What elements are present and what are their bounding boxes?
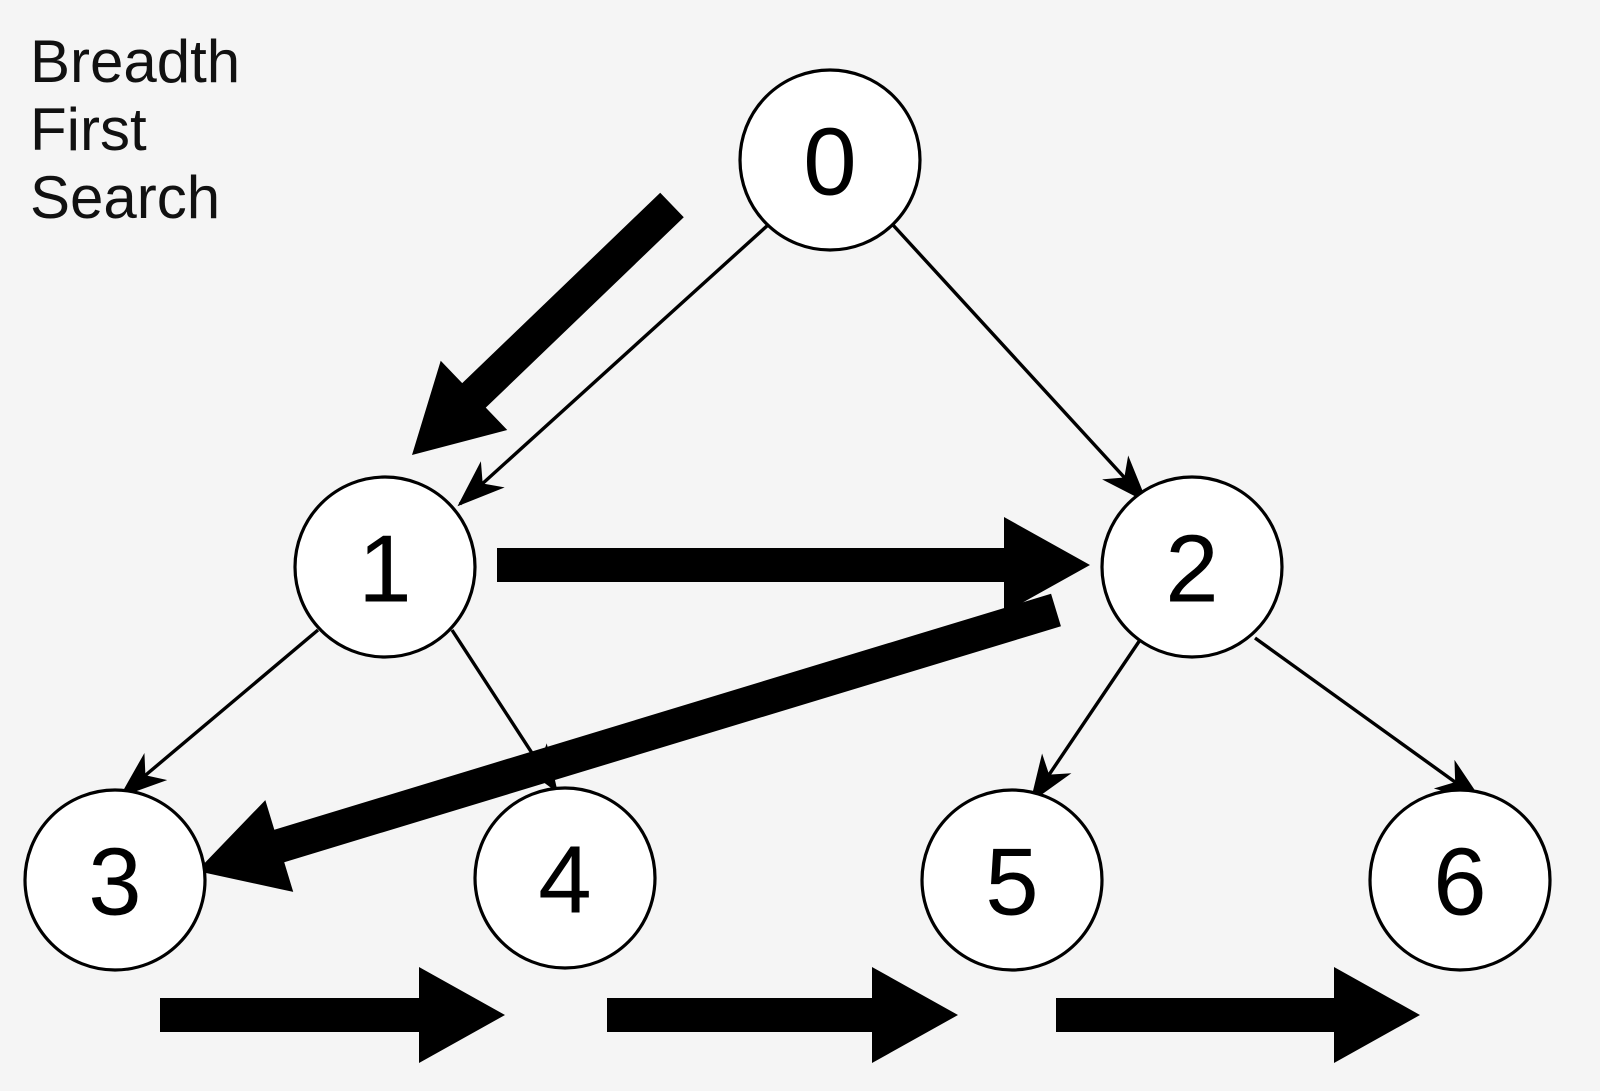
graph-node-circle-6[interactable] (1368, 788, 1552, 972)
graph-node-circle-0[interactable] (738, 68, 922, 252)
graph-node-6[interactable]: 6 (1368, 788, 1552, 972)
graph-node-5[interactable]: 5 (920, 788, 1104, 972)
page-title: Breadth First Search (30, 28, 240, 231)
graph-node-label-6: 6 (1433, 829, 1486, 936)
graph-node-0[interactable]: 0 (738, 68, 922, 252)
graph-node-circle-3[interactable] (23, 788, 207, 972)
graph-node-circle-5[interactable] (920, 788, 1104, 972)
graph-node-label-2: 2 (1165, 516, 1218, 623)
graph-node-2[interactable]: 2 (1100, 475, 1284, 659)
graph-node-circle-4[interactable] (473, 786, 657, 970)
graph-nodes-layer: 0 1 2 3 4 5 6 (23, 68, 1552, 972)
graph-node-label-5: 5 (985, 829, 1038, 936)
graph-node-label-4: 4 (538, 827, 591, 934)
graph-node-circle-2[interactable] (1100, 475, 1284, 659)
tree-edge-0-to-2 (891, 223, 1148, 503)
tree-edge-0-to-1 (457, 223, 770, 507)
graph-node-circle-1[interactable] (293, 475, 477, 659)
graph-node-3[interactable]: 3 (23, 788, 207, 972)
traversal-arrow-1-to-2 (497, 517, 1090, 613)
tree-edge-1-to-3 (119, 628, 320, 798)
graph-node-label-1: 1 (358, 516, 411, 623)
graph-node-label-0: 0 (803, 109, 856, 216)
traversal-arrow-2-to-3 (197, 593, 1061, 892)
page-title-line-1: Breadth (30, 28, 240, 95)
graph-node-1[interactable]: 1 (293, 475, 477, 659)
traversal-arrows-layer (160, 192, 1420, 1063)
traversal-arrow-5-to-6 (1056, 967, 1420, 1063)
page-title-line-3: Search (30, 164, 220, 231)
graph-node-4[interactable]: 4 (473, 786, 657, 970)
tree-edge-2-to-6 (1254, 636, 1483, 802)
graph-node-label-3: 3 (88, 829, 141, 936)
page-title-line-2: First (30, 96, 147, 163)
tree-edge-2-to-5 (1030, 639, 1142, 803)
traversal-arrow-3-to-4 (160, 967, 505, 1063)
traversal-arrow-4-to-5 (607, 967, 958, 1063)
traversal-arrow-0-to-1 (412, 192, 684, 455)
tree-edges-layer (119, 223, 1483, 803)
